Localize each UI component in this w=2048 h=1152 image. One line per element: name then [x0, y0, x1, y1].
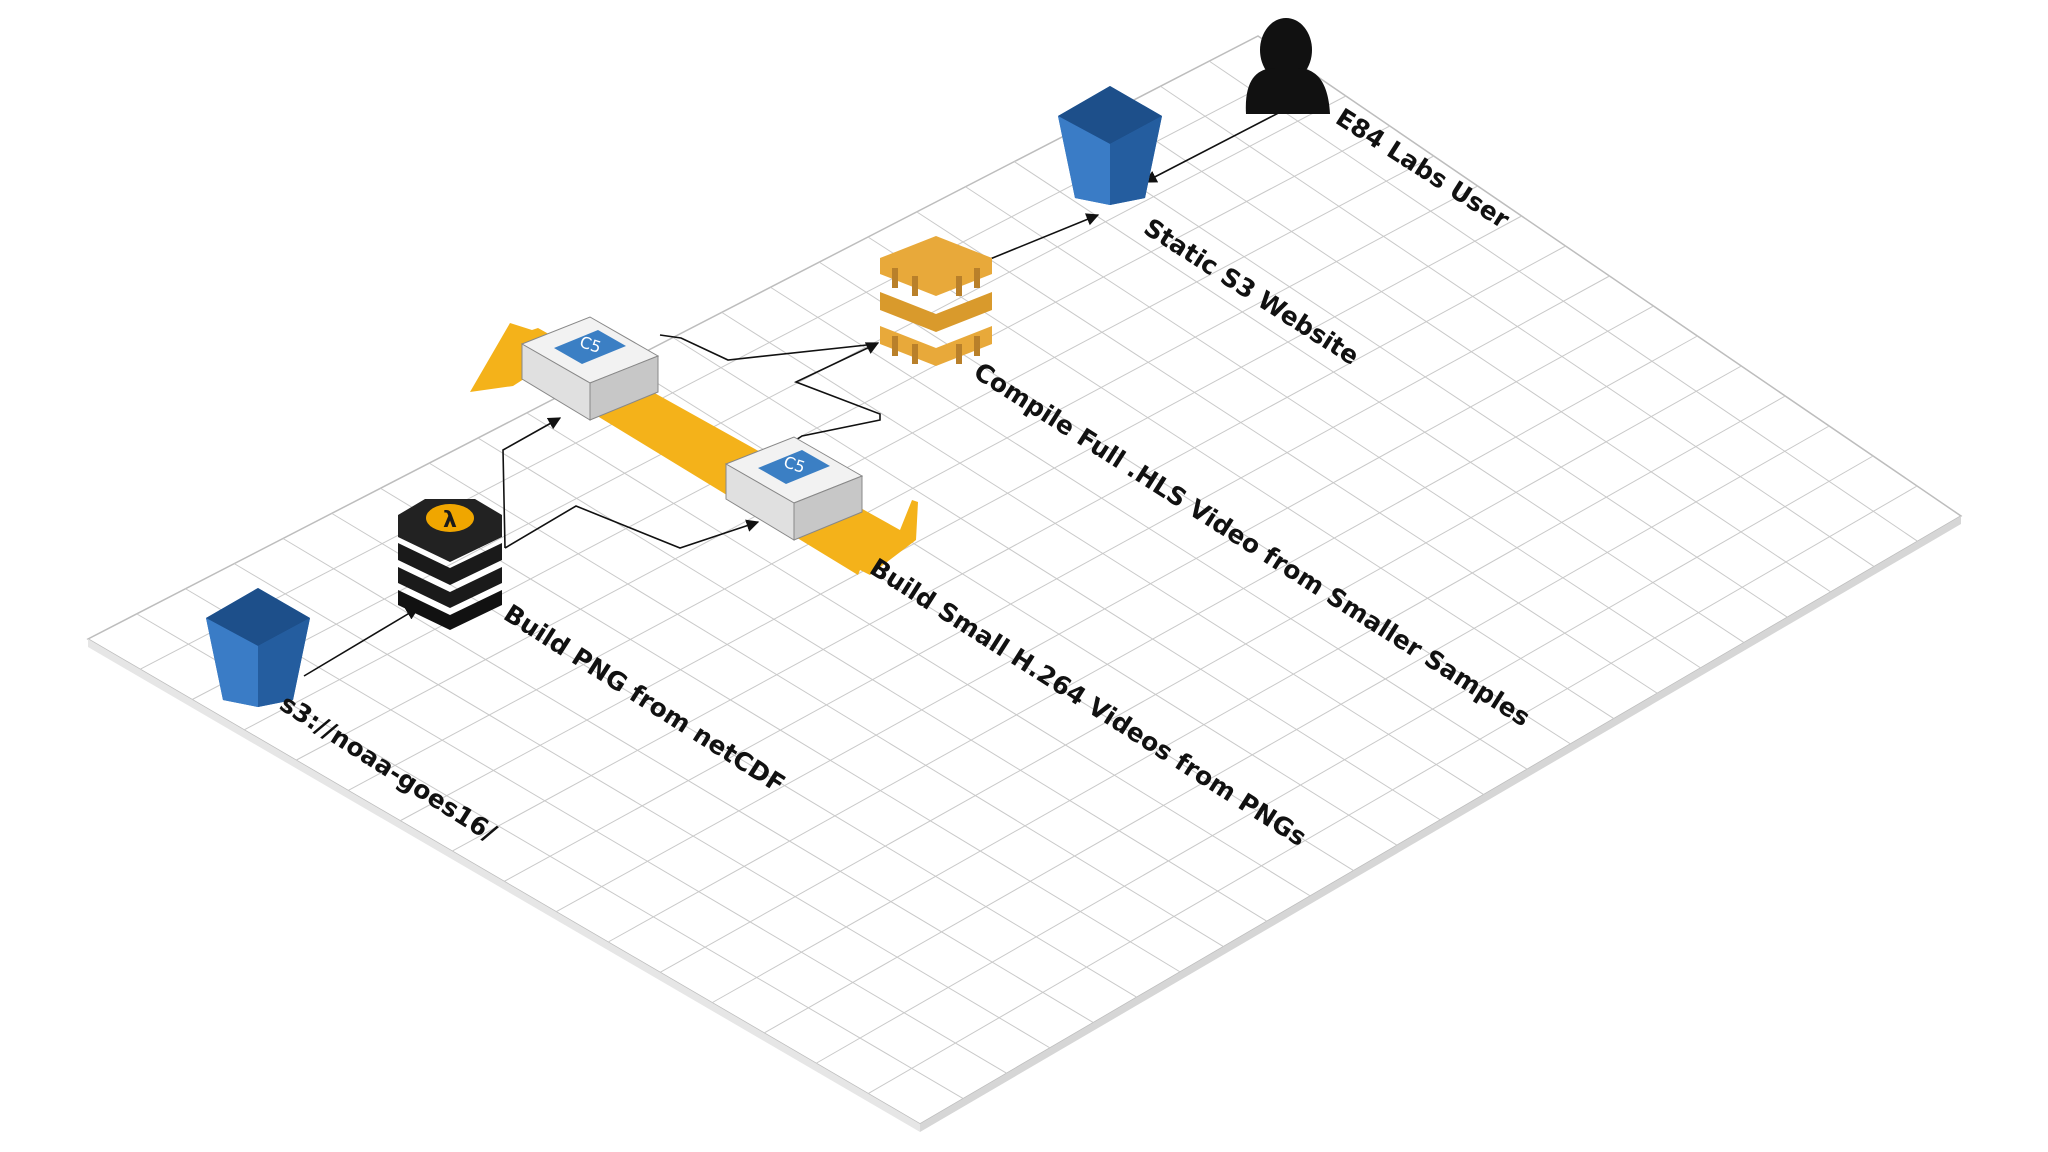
- edge-c5-to-transcoder: [659, 334, 880, 361]
- edge-source-to-lambda: [303, 607, 420, 677]
- user-icon: [1245, 18, 1330, 114]
- lambda-symbol: λ: [443, 508, 457, 533]
- grid-line: [711, 395, 1786, 1004]
- lambda-icon: λ: [398, 499, 502, 630]
- grid-line: [607, 335, 1698, 943]
- edge-user-to-website: [1143, 106, 1291, 183]
- c5-instance-bottom: C5: [724, 436, 864, 541]
- isometric-grid-plate: [86, 35, 1963, 1132]
- grid-line: [243, 125, 1391, 731]
- grid-line: [815, 455, 1874, 1064]
- grid-line: [399, 215, 1522, 822]
- s3-bucket-icon: [1058, 86, 1162, 205]
- grid-line: [295, 155, 1434, 761]
- edge-lambda-to-c5-top: [502, 417, 562, 549]
- grid-line: [555, 305, 1654, 913]
- edge-c5-to-transcoder-2: [789, 343, 881, 445]
- s3-bucket-icon: [206, 588, 310, 707]
- c5-instance-top: C5: [520, 316, 660, 421]
- grid-line: [451, 245, 1566, 852]
- grid-line: [867, 485, 1918, 1095]
- elastic-transcoder-icon: [880, 236, 992, 366]
- grid-line: [659, 365, 1742, 973]
- grid-line: [763, 425, 1830, 1034]
- edge-lambda-to-c5-bottom: [504, 505, 760, 549]
- grid-line: [347, 185, 1478, 792]
- grid-line: [191, 95, 1347, 701]
- grid-line: [503, 275, 1610, 882]
